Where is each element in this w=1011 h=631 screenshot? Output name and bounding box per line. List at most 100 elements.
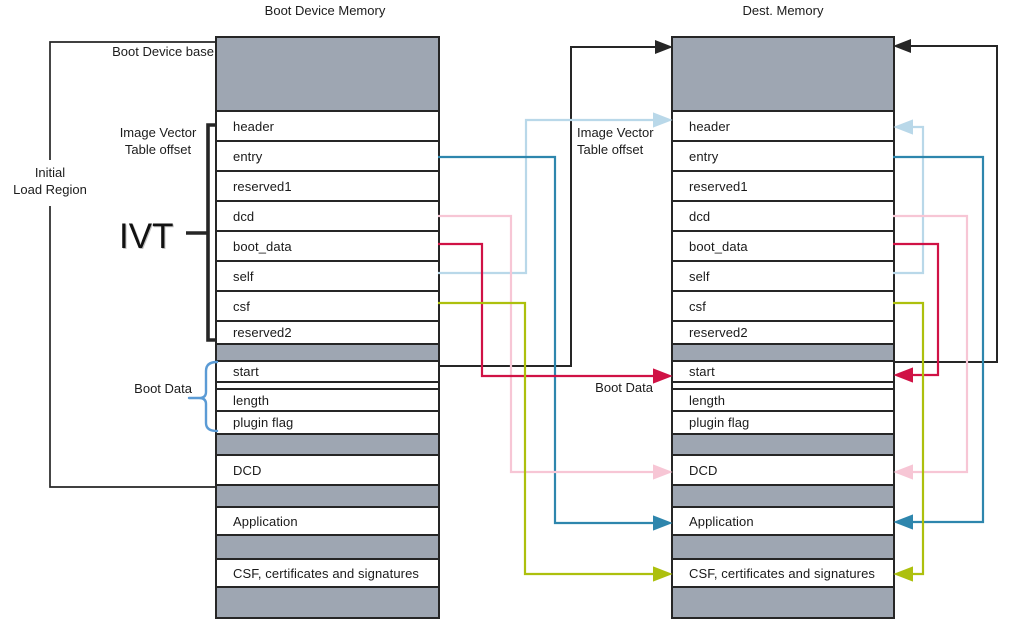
memory-row-label: plugin flag bbox=[689, 415, 750, 430]
memory-row-label: entry bbox=[233, 148, 263, 164]
memory-row-gray-sm bbox=[217, 536, 438, 560]
memory-row-gray-sm bbox=[673, 435, 893, 456]
initial-load-line2: Load Region bbox=[13, 182, 87, 197]
memory-row-application: Application bbox=[217, 508, 438, 536]
memory-row-label: start bbox=[233, 364, 259, 379]
arrow-entry-to-application-right bbox=[893, 155, 985, 530]
memory-row-dcd: DCD bbox=[673, 456, 893, 486]
memory-row-entry: entry bbox=[673, 142, 893, 172]
ivt-offset-left-line2: Table offset bbox=[124, 142, 192, 157]
ivt-offset-right-line2: Table offset bbox=[577, 142, 644, 157]
arrow-start-to-dest-base-right bbox=[893, 39, 998, 363]
memory-row-label: csf bbox=[233, 298, 250, 314]
memory-row-label: plugin flag bbox=[233, 415, 294, 430]
boot-data-label-left: Boot Data bbox=[134, 381, 192, 396]
memory-row-entry: entry bbox=[217, 142, 438, 172]
memory-row-label: header bbox=[233, 118, 275, 134]
memory-row-label: reserved1 bbox=[233, 178, 292, 194]
ivt-offset-left-line1: Image Vector bbox=[119, 125, 197, 140]
memory-row-gray-sm bbox=[673, 588, 893, 617]
memory-row-dcd: DCD bbox=[217, 456, 438, 486]
memory-row-region-gray bbox=[217, 38, 438, 112]
memory-row-length: length bbox=[673, 390, 893, 412]
memory-row-label: length bbox=[689, 392, 726, 408]
memory-row-gray-sm bbox=[673, 536, 893, 560]
initial-load-line1: Initial bbox=[34, 165, 66, 180]
initial-load-region-bracket bbox=[49, 41, 215, 488]
memory-row-label: DCD bbox=[233, 462, 262, 478]
initial-load-region-label: Initial Load Region bbox=[0, 164, 100, 198]
arrow-dcd-to-dcd-left bbox=[438, 214, 673, 480]
memory-row-csf-certificates-and-signatures: CSF, certificates and signatures bbox=[217, 560, 438, 588]
ivt-offset-right-line1: Image Vector bbox=[577, 125, 654, 140]
memory-row-csf: csf bbox=[673, 292, 893, 322]
memory-row-label: reserved2 bbox=[689, 325, 748, 340]
memory-row-label: reserved2 bbox=[233, 325, 292, 340]
boot-data-brace bbox=[187, 360, 219, 433]
memory-row-gray-sm bbox=[217, 435, 438, 456]
memory-row-label: self bbox=[233, 268, 254, 284]
arrow-csf-to-csf-left bbox=[438, 301, 673, 582]
memory-row-gray-sm bbox=[217, 588, 438, 617]
memory-row-boot-data: boot_data bbox=[673, 232, 893, 262]
arrow-dcd-to-dcd-right bbox=[893, 214, 969, 480]
memory-row-plugin-flag: plugin flag bbox=[673, 412, 893, 435]
ivt-label: IVT bbox=[119, 217, 174, 256]
left-column-title: Boot Device Memory bbox=[264, 3, 386, 18]
memory-row-reserved2: reserved2 bbox=[673, 322, 893, 345]
arrow-self-to-header-right bbox=[893, 119, 925, 275]
memory-row-plugin-flag: plugin flag bbox=[217, 412, 438, 435]
memory-row-gray-sm bbox=[217, 345, 438, 362]
memory-row-csf: csf bbox=[217, 292, 438, 322]
memory-row-label: dcd bbox=[689, 208, 711, 224]
memory-row-label: self bbox=[689, 268, 710, 284]
memory-row-label: boot_data bbox=[689, 238, 748, 254]
memory-row-reserved1: reserved1 bbox=[673, 172, 893, 202]
arrow-bootdata-to-start-left bbox=[438, 242, 673, 384]
memory-row-dcd: dcd bbox=[673, 202, 893, 232]
memory-row-gray-sm bbox=[673, 345, 893, 362]
memory-row-label: reserved1 bbox=[689, 178, 748, 194]
arrow-csf-to-csf-right bbox=[893, 301, 925, 582]
boot-device-base-label: Boot Device base bbox=[112, 44, 214, 59]
memory-row-label: length bbox=[233, 392, 270, 408]
memory-row-reserved2: reserved2 bbox=[217, 322, 438, 345]
ivt-offset-label-left: Image Vector Table offset bbox=[108, 124, 208, 158]
memory-row-self: self bbox=[217, 262, 438, 292]
arrow-entry-to-application-left bbox=[438, 155, 673, 531]
memory-row-gray-sm bbox=[673, 486, 893, 508]
memory-row-label: Application bbox=[233, 513, 298, 529]
memory-row-thin bbox=[673, 383, 893, 390]
memory-row-gray-sm bbox=[217, 486, 438, 508]
memory-row-start: start bbox=[217, 362, 438, 383]
right-column-title: Dest. Memory bbox=[742, 3, 824, 18]
memory-row-label: CSF, certificates and signatures bbox=[233, 565, 420, 581]
ivt-offset-label-right: Image Vector Table offset bbox=[577, 124, 677, 158]
arrow-start-to-dest-base-left bbox=[438, 40, 673, 367]
memory-row-label: csf bbox=[689, 298, 706, 314]
boot-data-label-right: Boot Data bbox=[595, 380, 653, 395]
memory-row-label: boot_data bbox=[233, 238, 292, 254]
memory-row-header: header bbox=[217, 112, 438, 142]
memory-row-label: CSF, certificates and signatures bbox=[689, 565, 876, 581]
memory-row-label: header bbox=[689, 118, 731, 134]
arrow-bootdata-to-start-right bbox=[893, 242, 940, 383]
memory-row-label: entry bbox=[689, 148, 719, 164]
memory-row-reserved1: reserved1 bbox=[217, 172, 438, 202]
memory-row-application: Application bbox=[673, 508, 893, 536]
memory-row-csf-certificates-and-signatures: CSF, certificates and signatures bbox=[673, 560, 893, 588]
memory-row-dcd: dcd bbox=[217, 202, 438, 232]
memory-row-thin bbox=[217, 383, 438, 390]
memory-row-label: Application bbox=[689, 513, 754, 529]
memory-row-region-gray bbox=[673, 38, 893, 112]
memory-row-self: self bbox=[673, 262, 893, 292]
memory-row-label: dcd bbox=[233, 208, 255, 224]
memory-row-header: header bbox=[673, 112, 893, 142]
memory-row-boot-data: boot_data bbox=[217, 232, 438, 262]
memory-row-label: DCD bbox=[689, 462, 718, 478]
memory-row-label: start bbox=[689, 364, 715, 379]
memory-row-start: start bbox=[673, 362, 893, 383]
